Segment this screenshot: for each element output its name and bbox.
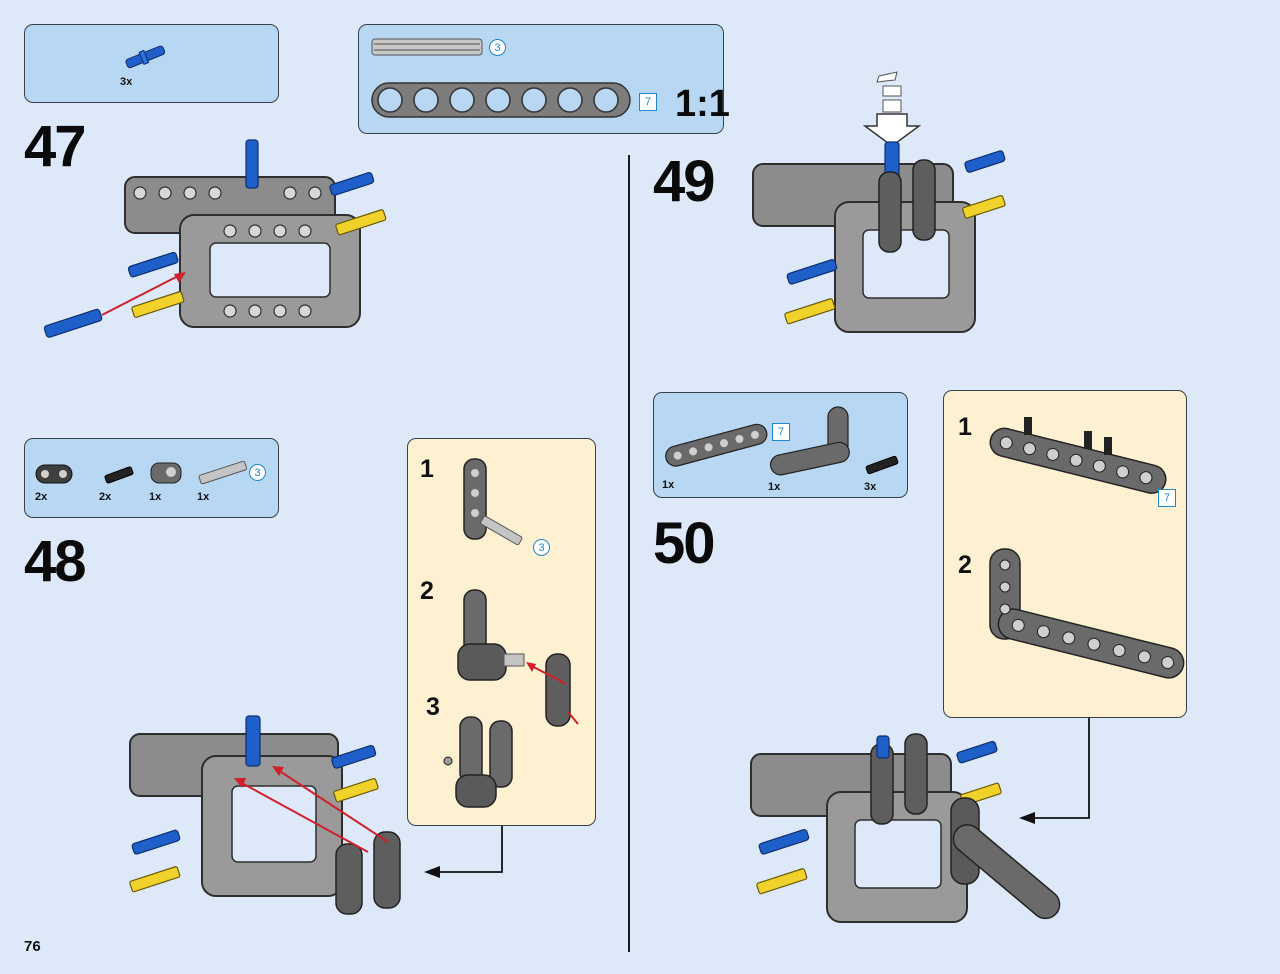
part-qty: 3x <box>120 76 133 88</box>
beam-length-badge: 7 <box>639 93 657 111</box>
gray-cross-block-icon <box>150 462 182 484</box>
step-number: 48 <box>24 529 86 594</box>
beam-ruler-icon <box>371 82 631 118</box>
assembly-illustration-step-48 <box>129 715 503 915</box>
part-qty: 2x <box>99 491 112 503</box>
substep-2-illustration <box>457 589 579 727</box>
substep-number: 1 <box>958 413 972 441</box>
dark-bent-beam-icon <box>770 406 850 476</box>
assembly-illustration-step-47 <box>43 139 387 338</box>
part-qty: 1x <box>149 491 162 503</box>
part-qty: 1x <box>768 481 781 493</box>
black-pin-icon <box>865 455 899 475</box>
substep-number: 2 <box>420 577 434 605</box>
axle-ruler-icon <box>371 38 483 56</box>
substep-1-illustration <box>463 458 523 546</box>
step-number: 50 <box>653 511 715 576</box>
axle-length-badge: 3 <box>249 464 266 481</box>
part-qty: 1x <box>662 479 675 491</box>
ruler-panel: 3 7 1:1 <box>358 24 730 134</box>
beam-length-badge: 7 <box>1158 489 1176 507</box>
substep-number: 1 <box>420 455 434 483</box>
dark-connector-icon <box>35 464 73 484</box>
scale-label: 1:1 <box>675 83 730 125</box>
blue-pin-icon <box>125 45 166 69</box>
subassembly-panel-step-50: 1 7 2 <box>943 390 1187 718</box>
substep-number: 2 <box>958 551 972 579</box>
assembly-illustration-step-50 <box>750 718 1090 923</box>
axle-length-badge: 3 <box>489 39 506 56</box>
page-number: 76 <box>24 938 41 955</box>
substep-number: 3 <box>426 693 440 721</box>
black-pin-icon <box>104 466 134 484</box>
parts-panel-step-47: 3x <box>24 24 279 103</box>
assembly-illustration-step-49 <box>752 71 1006 333</box>
parts-panel-step-50: 7 1x 1x 3x <box>653 392 908 498</box>
step-number: 47 <box>24 114 86 179</box>
substep-2-illustration <box>989 548 1185 679</box>
substep-1-illustration <box>989 417 1167 494</box>
page-divider <box>628 155 630 952</box>
axle-length-badge: 3 <box>533 539 550 556</box>
part-qty: 3x <box>864 481 877 493</box>
dark-beam-icon <box>665 423 768 467</box>
step-number: 49 <box>653 149 715 214</box>
part-qty: 1x <box>197 491 210 503</box>
parts-panel-step-48: 2x 2x 1x 3 1x <box>24 438 279 518</box>
gray-axle-icon <box>198 460 248 485</box>
substep-3-illustration <box>443 716 513 808</box>
part-qty: 2x <box>35 491 48 503</box>
subassembly-panel-step-48: 1 3 2 3 <box>407 438 596 826</box>
beam-length-badge: 7 <box>772 423 790 441</box>
